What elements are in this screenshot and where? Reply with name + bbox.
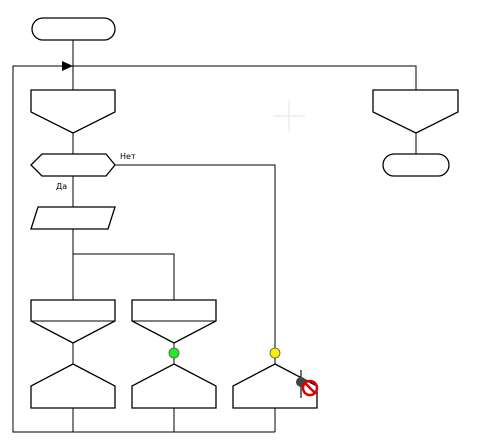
loop-exit-block[interactable] — [372, 89, 459, 134]
decision-block[interactable] — [30, 153, 116, 177]
no-entry-cursor-icon — [296, 370, 319, 398]
connector-decision-no[interactable] — [115, 164, 276, 383]
arrowhead-icon — [62, 61, 73, 71]
branch-2-bottom-block[interactable] — [131, 363, 217, 409]
start-terminator[interactable] — [31, 17, 116, 41]
connector-split-to-branch-2[interactable] — [73, 253, 175, 300]
connector-loop-back[interactable] — [12, 65, 73, 433]
decision-yes-label: Да — [56, 182, 67, 191]
decision-no-label: Нет — [120, 152, 136, 161]
crosshair-icon — [273, 100, 305, 132]
branch-3-bottom-block[interactable] — [232, 363, 318, 409]
input-block[interactable] — [30, 206, 116, 230]
connector-loop-to-exit[interactable] — [73, 65, 417, 90]
loop-start-block[interactable] — [30, 89, 116, 134]
branch-1-bottom-block[interactable] — [30, 363, 116, 409]
connection-point-yellow[interactable] — [269, 347, 281, 359]
connection-point-green[interactable] — [168, 347, 180, 359]
end-terminator[interactable] — [382, 153, 450, 177]
